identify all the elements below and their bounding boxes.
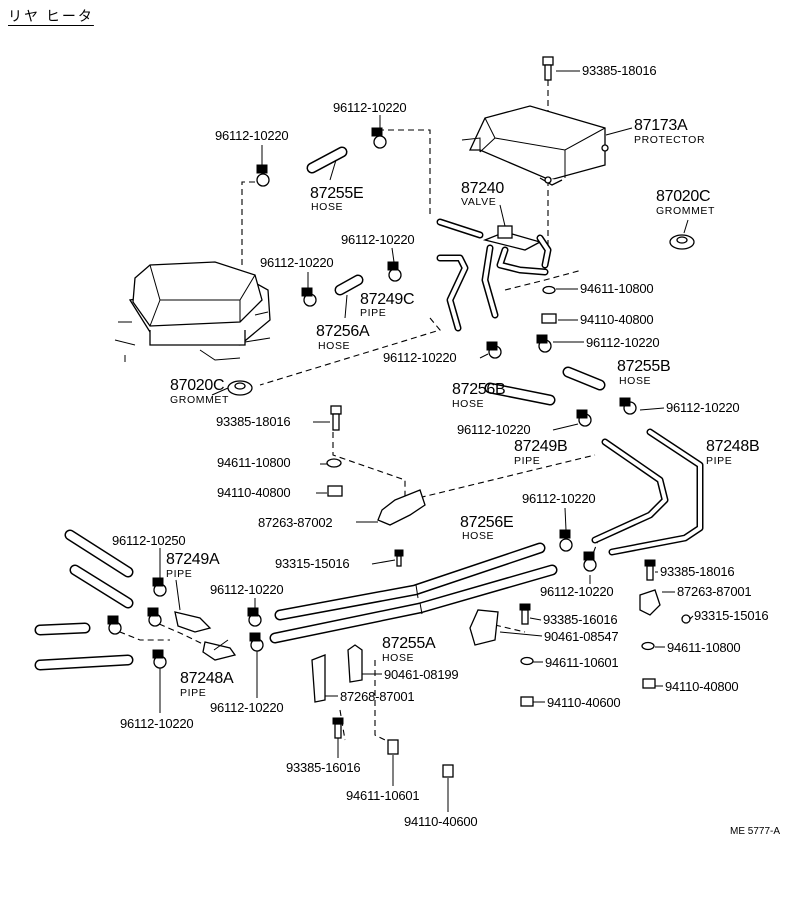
short-hoses — [306, 146, 606, 406]
label-hose-a2: HOSE — [382, 652, 415, 664]
drawing-code: ME 5777-A — [730, 826, 781, 837]
label-94611-10800-b: 94611-10800 — [217, 455, 291, 470]
label-hose-a: HOSE — [318, 340, 351, 352]
label-pipe-a: PIPE — [166, 568, 193, 580]
label-87256e: 87256E — [460, 514, 514, 531]
label-96112-10220-m: 96112-10220 — [120, 716, 194, 731]
label-pipe-c: PIPE — [360, 307, 387, 319]
label-87248b: 87248B — [706, 438, 760, 455]
label-hose-e: HOSE — [311, 201, 344, 213]
label-96112-10220-l: 96112-10220 — [210, 700, 284, 715]
short-pipes-a — [174, 611, 237, 661]
label-87255b: 87255B — [617, 358, 671, 375]
label-87249c: 87249C — [360, 291, 415, 308]
label-94110-40800-a: 94110-40800 — [580, 312, 654, 327]
label-96112-10220-b: 96112-10220 — [215, 128, 289, 143]
label-90461-08199: 90461-08199 — [384, 667, 459, 682]
long-hoses — [269, 542, 558, 644]
label-96112-10220-f: 96112-10220 — [383, 350, 457, 365]
label-93385-16016-a: 93385-16016 — [543, 612, 618, 627]
label-96112-10220-e: 96112-10220 — [586, 335, 660, 350]
label-valve: VALVE — [461, 196, 497, 208]
label-93385-16016-b: 93385-16016 — [286, 760, 361, 775]
label-87249b: 87249B — [514, 438, 568, 455]
label-87256b: 87256B — [452, 381, 506, 398]
label-87020c-right: 87020C — [656, 188, 711, 205]
brackets — [311, 489, 661, 703]
left-hose-ends — [34, 529, 134, 671]
label-87255e: 87255E — [310, 185, 364, 202]
label-grommet-right: GROMMET — [656, 205, 716, 217]
label-94611-10800-a: 94611-10800 — [580, 281, 654, 296]
hose-clamps — [107, 127, 637, 669]
label-hose-b2: HOSE — [619, 375, 652, 387]
label-96112-10220-k: 96112-10220 — [210, 582, 284, 597]
label-87256a: 87256A — [316, 323, 370, 340]
label-87255a: 87255A — [382, 635, 436, 652]
label-protector: PROTECTOR — [634, 134, 706, 146]
label-96112-10220-d: 96112-10220 — [260, 255, 334, 270]
label-93315-15016-a: 93315-15016 — [275, 556, 350, 571]
diagram-title: リヤ ヒータ — [8, 8, 94, 24]
label-96112-10250: 96112-10250 — [112, 533, 186, 548]
bolt-93385-top — [542, 56, 554, 81]
label-pipe-a2: PIPE — [180, 687, 207, 699]
label-93315-15016-b: 93315-15016 — [694, 608, 769, 623]
label-96112-10220-i: 96112-10220 — [522, 491, 596, 506]
heater-unit — [114, 261, 271, 362]
long-pipes — [591, 428, 704, 556]
label-87173a: 87173A — [634, 117, 688, 134]
label-96112-10220-g: 96112-10220 — [666, 400, 740, 415]
label-87268-87001: 87268-87001 — [340, 689, 415, 704]
label-87020c-left: 87020C — [170, 377, 225, 394]
label-94611-10601-b: 94611-10601 — [346, 788, 420, 803]
label-87248a: 87248A — [180, 670, 234, 687]
dashed-leaders — [109, 70, 601, 741]
label-94110-40800-b: 94110-40800 — [217, 485, 291, 500]
label-94110-40600-b: 94110-40600 — [404, 814, 478, 829]
label-pipe-b2: PIPE — [706, 455, 733, 467]
label-87240: 87240 — [461, 180, 504, 197]
label-87263-87002: 87263-87002 — [258, 515, 333, 530]
label-93385-18016-right: 93385-18016 — [660, 564, 735, 579]
label-87249a: 87249A — [166, 551, 220, 568]
label-93385-18016-top: 93385-18016 — [582, 63, 657, 78]
label-94611-10800-c: 94611-10800 — [667, 640, 741, 655]
protector-part — [461, 105, 609, 186]
label-94110-40800-c: 94110-40800 — [665, 679, 739, 694]
label-93385-18016-mid: 93385-18016 — [216, 414, 291, 429]
label-hose-e2: HOSE — [462, 530, 495, 542]
label-96112-10220-j: 96112-10220 — [540, 584, 614, 599]
label-grommet-left: GROMMET — [170, 394, 230, 406]
label-96112-10220-c: 96112-10220 — [341, 232, 415, 247]
label-pipe-b: PIPE — [514, 455, 541, 467]
label-90461-08547: 90461-08547 — [544, 629, 619, 644]
label-94110-40600-a: 94110-40600 — [547, 695, 621, 710]
valve-87240 — [436, 218, 552, 332]
label-96112-10220-h: 96112-10220 — [457, 422, 531, 437]
label-94611-10601-a: 94611-10601 — [545, 655, 619, 670]
label-hose-b: HOSE — [452, 398, 485, 410]
label-87263-87001: 87263-87001 — [677, 584, 752, 599]
label-96112-10220-a: 96112-10220 — [333, 100, 407, 115]
